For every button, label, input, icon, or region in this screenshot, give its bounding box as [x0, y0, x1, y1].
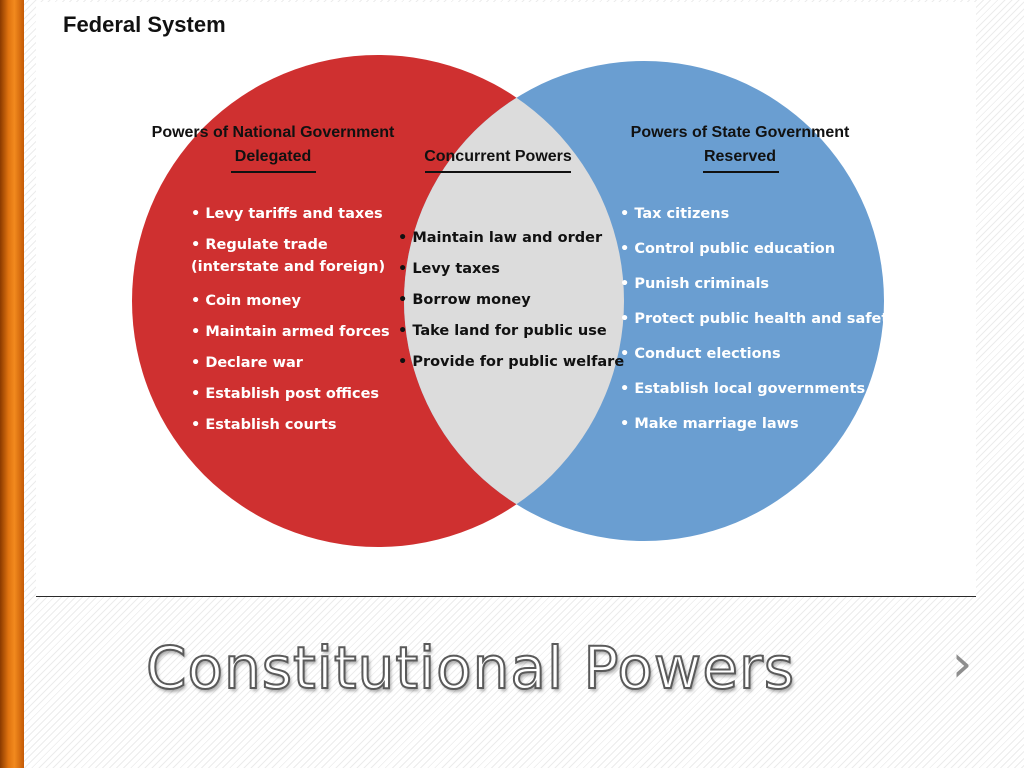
- state-subheading: Reserved: [704, 148, 776, 165]
- next-slide-chevron-icon[interactable]: ›: [951, 634, 973, 694]
- concurrent-powers-list: • Maintain law and order • Levy taxes • …: [398, 230, 624, 370]
- diagram-title: Federal System: [63, 12, 226, 37]
- state-power-item: • Control public education: [620, 241, 835, 257]
- national-power-item-continued: (interstate and foreign): [191, 259, 385, 275]
- left-accent-bar: [0, 0, 24, 768]
- state-power-item: • Conduct elections: [620, 346, 781, 362]
- state-power-item: • Establish local governments: [620, 381, 865, 397]
- national-power-item: • Regulate trade: [191, 237, 328, 253]
- national-power-item: • Coin money: [191, 293, 301, 309]
- state-power-item: • Protect public health and safety: [620, 311, 898, 327]
- state-power-item: • Make marriage laws: [620, 416, 799, 432]
- state-power-item: • Punish criminals: [620, 276, 769, 292]
- national-power-item: • Establish post offices: [191, 386, 379, 402]
- concurrent-power-item: • Provide for public welfare: [398, 354, 624, 370]
- national-heading: Powers of National Government: [152, 124, 395, 141]
- national-power-item: • Maintain armed forces: [191, 324, 390, 340]
- concurrent-power-item: • Levy taxes: [398, 261, 500, 277]
- concurrent-powers-overlap: [404, 61, 624, 541]
- national-powers-list: • Levy tariffs and taxes • Regulate trad…: [191, 206, 390, 433]
- state-power-item: • Tax citizens: [620, 206, 729, 222]
- slide-title: Constitutional Powers: [145, 633, 796, 703]
- state-powers-list: • Tax citizens • Control public educatio…: [620, 206, 898, 432]
- concurrent-power-item: • Borrow money: [398, 292, 531, 308]
- venn-diagram: Federal System Powers of National Govern…: [63, 12, 898, 547]
- slide-divider: [36, 596, 976, 597]
- national-power-item: • Establish courts: [191, 417, 336, 433]
- national-subheading: Delegated: [235, 148, 311, 165]
- concurrent-power-item: • Take land for public use: [398, 323, 607, 339]
- state-heading: Powers of State Government: [631, 124, 850, 141]
- concurrent-heading: Concurrent Powers: [424, 148, 572, 165]
- national-power-item: • Levy tariffs and taxes: [191, 206, 383, 222]
- concurrent-power-item: • Maintain law and order: [398, 230, 603, 246]
- federal-system-diagram: Federal System Powers of National Govern…: [36, 2, 976, 596]
- national-power-item: • Declare war: [191, 355, 304, 371]
